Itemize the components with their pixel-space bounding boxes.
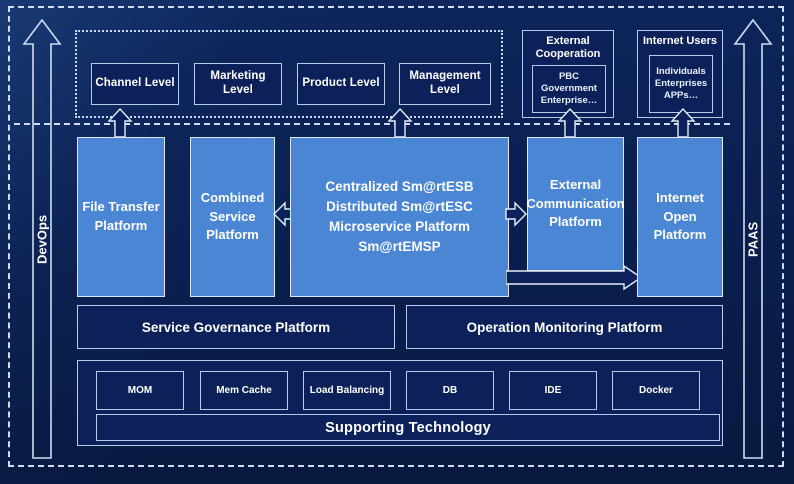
operation-monitoring-platform-label: Operation Monitoring Platform [466, 319, 663, 335]
arrow-external-communication-to-internet-open [505, 264, 643, 296]
paas-arrow-label: PAAS [745, 221, 761, 257]
tech-box-mem-cache[interactable]: Mem Cache [200, 371, 288, 410]
internet-users-title: Internet Users [643, 35, 717, 47]
level-label-product: Product Level [302, 77, 380, 90]
external-cooperation-title: External Cooperation [535, 35, 601, 60]
combined-service-platform-label: Combined Service Platform [200, 189, 265, 243]
esb-line-2: Distributed Sm@rtESC [326, 198, 473, 214]
supporting-technology-bar[interactable]: Supporting Technology [96, 414, 720, 441]
file-transfer-platform[interactable]: File Transfer Platform [77, 137, 165, 297]
level-box-marketing[interactable]: Marketing Level [194, 63, 282, 105]
level-box-channel[interactable]: Channel Level [91, 63, 179, 105]
level-label-channel: Channel Level [95, 77, 175, 90]
arrow-esb-to-external-communication [505, 201, 527, 232]
internet-users-inner: Individuals Enterprises APPs… [649, 55, 713, 113]
esb-platform[interactable]: Centralized Sm@rtESB Distributed Sm@rtES… [290, 137, 509, 297]
level-label-marketing: Marketing Level [210, 70, 266, 96]
level-box-management[interactable]: Management Level [399, 63, 491, 105]
devops-arrow: DevOps [22, 18, 62, 460]
internet-open-platform[interactable]: Internet Open Platform [637, 137, 723, 297]
tech-label-load-balancing: Load Balancing [309, 385, 385, 396]
tech-box-db[interactable]: DB [406, 371, 494, 410]
outer-dashed-frame [8, 6, 784, 467]
internet-open-platform-label: Internet Open Platform [653, 189, 707, 243]
service-governance-platform[interactable]: Service Governance Platform [77, 305, 395, 349]
esb-line-1: Centralized Sm@rtESB [325, 178, 474, 194]
tech-box-docker[interactable]: Docker [612, 371, 700, 410]
esb-line-3: Microservice Platform Sm@rtEMSP [328, 219, 471, 255]
internet-users-box[interactable]: Internet Users Individuals Enterprises A… [637, 30, 723, 118]
supporting-technology-label: Supporting Technology [325, 419, 491, 436]
tech-label-mem-cache: Mem Cache [216, 385, 272, 396]
external-cooperation-box[interactable]: External Cooperation PBC Government Ente… [522, 30, 614, 118]
external-cooperation-inner: PBC Government Enterprise… [532, 65, 606, 113]
tech-box-ide[interactable]: IDE [509, 371, 597, 410]
tech-label-ide: IDE [544, 385, 562, 396]
file-transfer-platform-label: File Transfer Platform [82, 199, 160, 233]
paas-arrow: PAAS [733, 18, 773, 460]
tech-label-mom: MOM [127, 385, 153, 396]
tech-label-db: DB [442, 385, 458, 396]
level-label-management: Management Level [409, 70, 481, 96]
tech-box-load-balancing[interactable]: Load Balancing [303, 371, 391, 410]
external-communication-platform[interactable]: External Communication Platform [526, 137, 625, 271]
business-levels-group [75, 30, 503, 118]
level-box-product[interactable]: Product Level [297, 63, 385, 105]
operation-monitoring-platform[interactable]: Operation Monitoring Platform [406, 305, 723, 349]
tech-box-mom[interactable]: MOM [96, 371, 184, 410]
devops-arrow-label: DevOps [34, 214, 50, 264]
tech-label-docker: Docker [639, 385, 673, 396]
combined-service-platform[interactable]: Combined Service Platform [190, 137, 275, 297]
layer-separator-dashed [14, 123, 730, 125]
service-governance-platform-label: Service Governance Platform [141, 319, 331, 335]
external-communication-platform-label: External Communication Platform [526, 176, 625, 230]
